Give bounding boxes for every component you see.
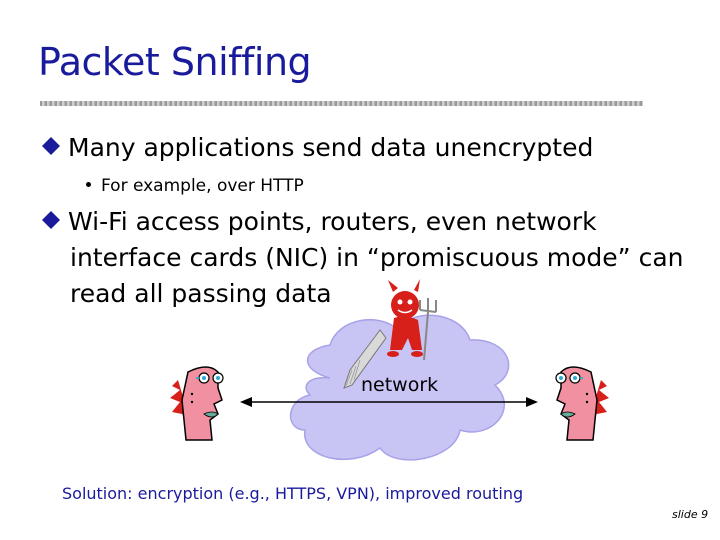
devil-icon bbox=[343, 279, 437, 389]
bullet-2-line-1: Wi-Fi access points, routers, even netwo… bbox=[42, 206, 597, 237]
network-cloud bbox=[289, 314, 510, 461]
dot-bullet-icon bbox=[86, 182, 91, 187]
subbullet-1-text: For example, over HTTP bbox=[101, 176, 304, 196]
solution-text: Solution: encryption (e.g., HTTPS, VPN),… bbox=[62, 484, 524, 503]
bidirectional-arrow bbox=[240, 397, 538, 407]
slide-title: Packet Sniffing bbox=[38, 40, 312, 84]
bullet-2-line-2: interface cards (NIC) in “promiscuous mo… bbox=[70, 243, 684, 272]
subbullet-1: For example, over HTTP bbox=[86, 176, 304, 196]
diamond-bullet-icon bbox=[42, 211, 60, 229]
bullet-1-text: Many applications send data unencrypted bbox=[68, 133, 594, 162]
right-person-icon bbox=[555, 366, 609, 441]
left-person-icon bbox=[170, 366, 224, 441]
bullet-1: Many applications send data unencrypted bbox=[42, 132, 593, 163]
title-divider bbox=[40, 101, 643, 106]
diamond-bullet-icon bbox=[42, 137, 60, 155]
bullet-2-line-3: read all passing data bbox=[70, 279, 332, 308]
bullet-2-text-line-1: Wi-Fi access points, routers, even netwo… bbox=[68, 207, 597, 236]
network-label: network bbox=[361, 374, 439, 396]
slide-number: slide 9 bbox=[672, 508, 709, 521]
